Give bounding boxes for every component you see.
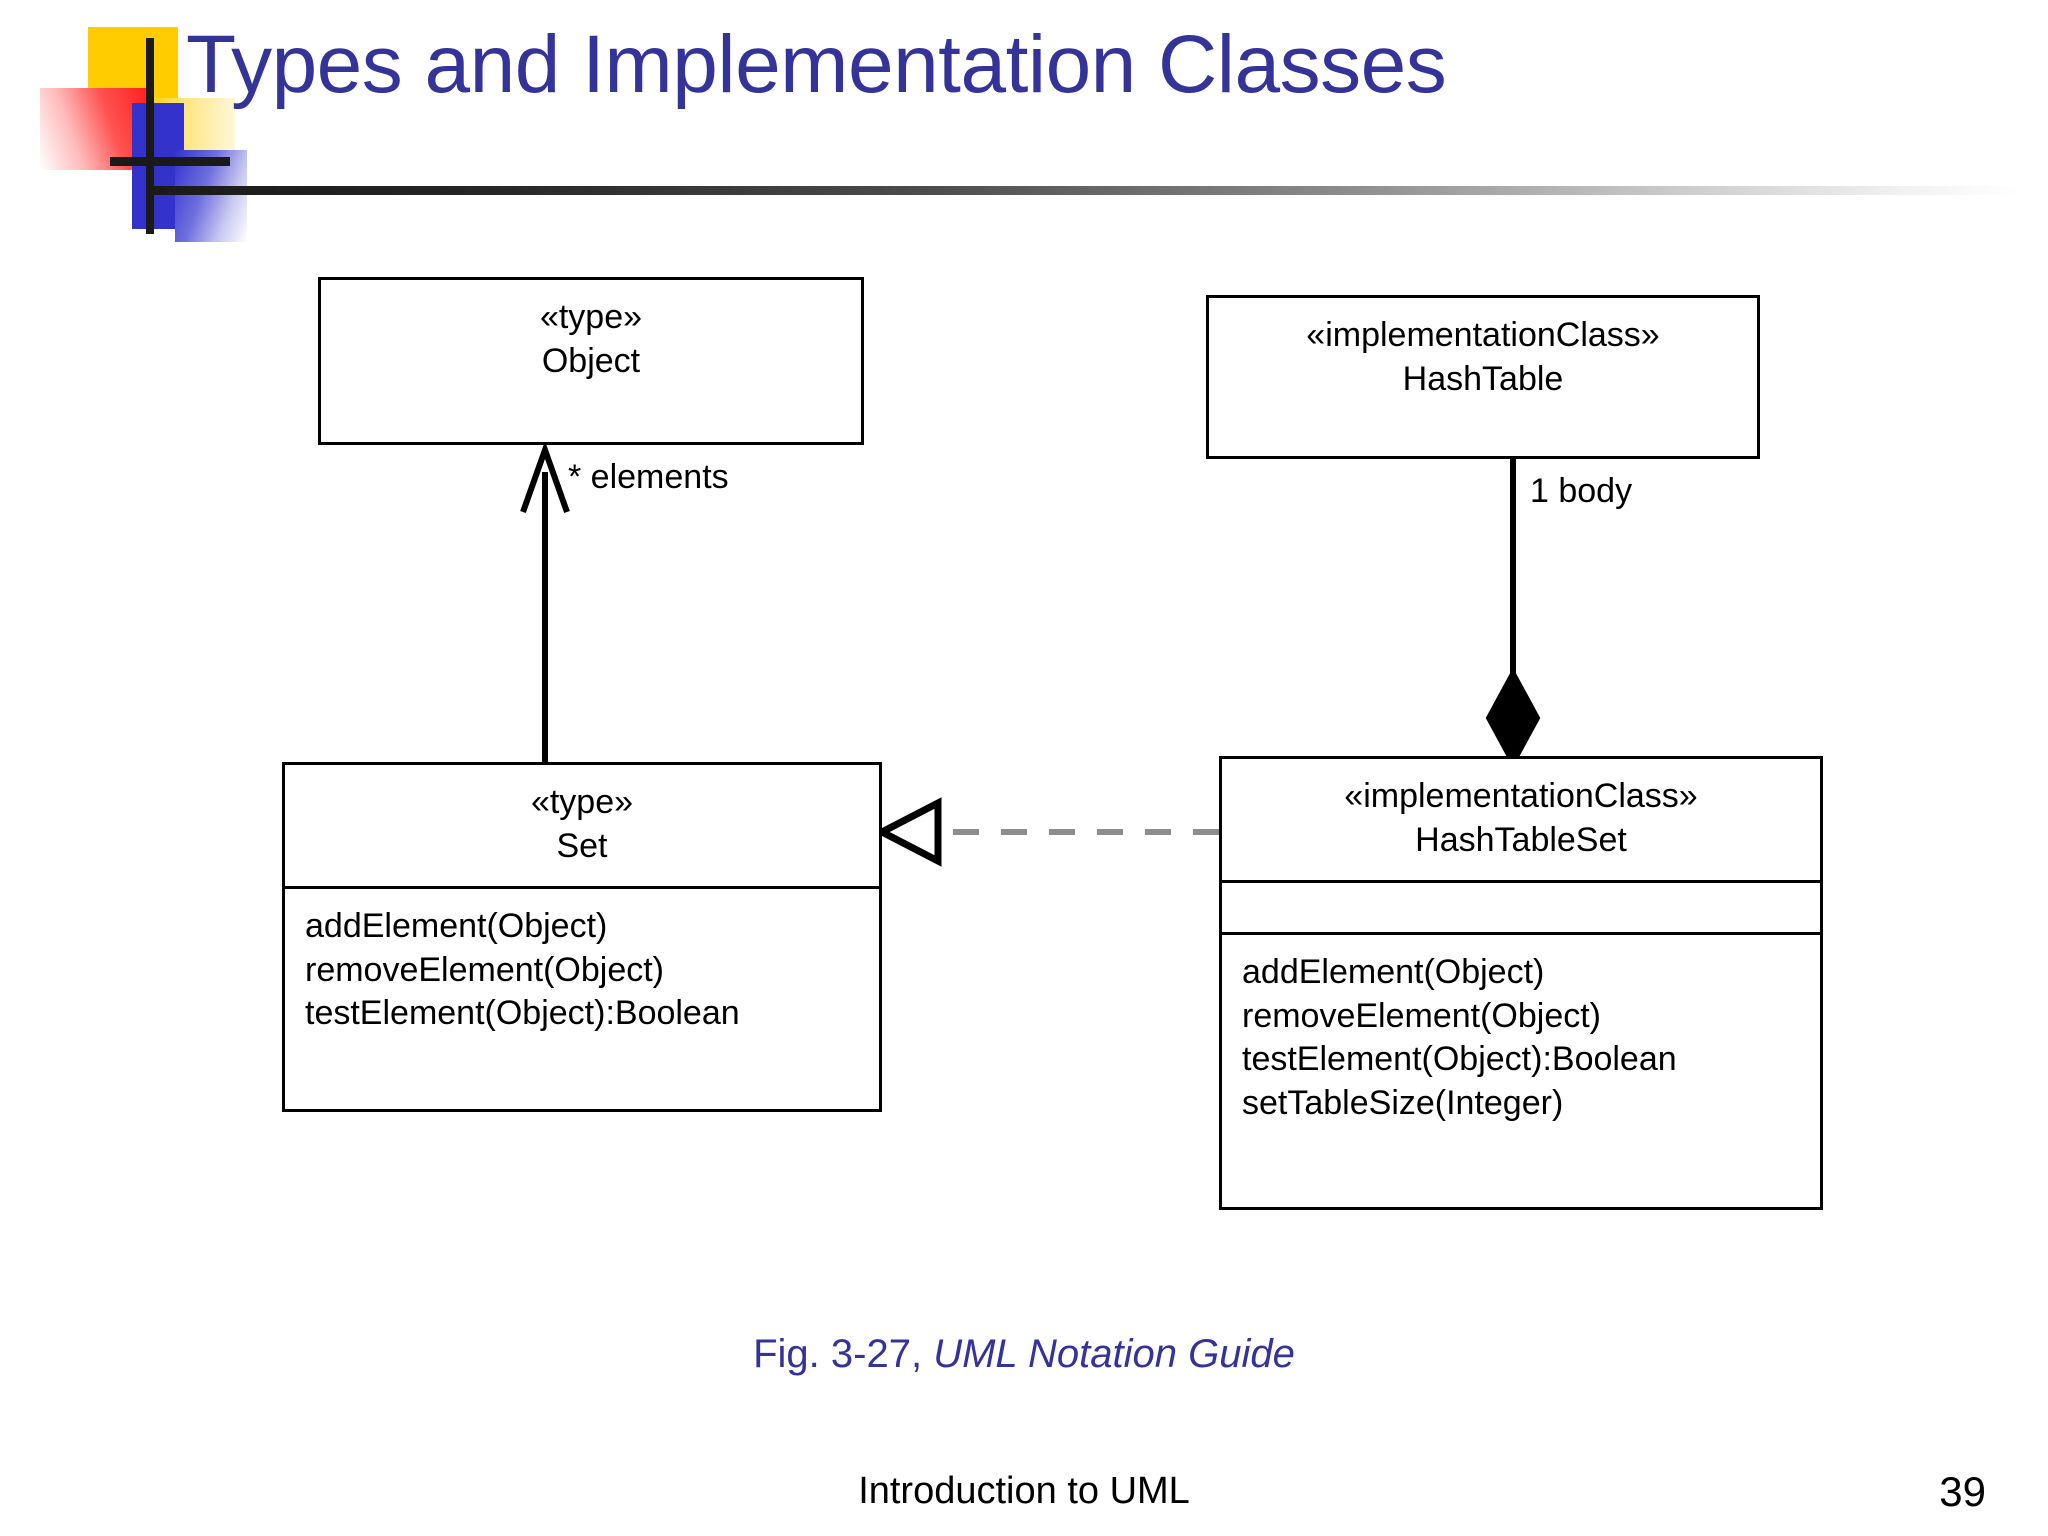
composition-label-body: 1 body: [1530, 472, 1633, 510]
uml-class-hashtable[interactable]: «implementationClass» HashTable: [1206, 295, 1760, 459]
class-hashtable-header: «implementationClass» HashTable: [1209, 298, 1757, 419]
class-set-operation: addElement(Object): [305, 907, 608, 946]
class-set-header: «type» Set: [285, 765, 879, 886]
class-hashtable-name: HashTable: [1402, 359, 1564, 398]
association-set-to-object: [520, 441, 570, 762]
class-hashtableset-operation: removeElement(Object): [1242, 996, 1602, 1035]
class-hashtableset-operation: testElement(Object):Boolean: [1242, 1040, 1677, 1079]
class-hashtable-stereotype: «implementationClass»: [1306, 316, 1660, 354]
logo-cross-vertical: [146, 38, 154, 234]
class-object-header: «type» Object: [321, 280, 861, 401]
uml-class-set[interactable]: «type» Set addElement(Object) removeElem…: [282, 762, 882, 1112]
class-hashtableset-header: «implementationClass» HashTableSet: [1222, 759, 1820, 880]
class-hashtableset-name: HashTableSet: [1415, 820, 1627, 859]
realization-hashtableset-to-set: [874, 797, 1219, 867]
uml-class-hashtableset[interactable]: «implementationClass» HashTableSet addEl…: [1219, 756, 1823, 1210]
decorative-logo: [30, 10, 250, 242]
class-set-operation: removeElement(Object): [305, 950, 665, 989]
figure-caption-prefix: Fig. 3-27,: [753, 1332, 934, 1376]
class-hashtableset-operations: addElement(Object) removeElement(Object)…: [1222, 932, 1820, 1143]
class-hashtableset-stereotype: «implementationClass»: [1344, 777, 1698, 815]
title-divider: [148, 186, 2020, 195]
figure-caption: Fig. 3-27, UML Notation Guide: [0, 1332, 2048, 1377]
class-hashtableset-operation: setTableSize(Integer): [1242, 1083, 1564, 1122]
class-hashtableset-attributes: [1222, 880, 1820, 932]
class-hashtableset-operation: addElement(Object): [1242, 953, 1545, 992]
page-number: 39: [1939, 1468, 1986, 1515]
figure-caption-source: UML Notation Guide: [933, 1332, 1295, 1376]
class-object-name: Object: [541, 341, 641, 380]
class-set-operation: testElement(Object):Boolean: [305, 994, 740, 1033]
class-object-stereotype: «type»: [539, 298, 643, 336]
logo-cross-horizontal: [110, 157, 230, 166]
class-set-name: Set: [556, 826, 608, 865]
page-title: Types and Implementation Classes: [186, 19, 1447, 110]
class-set-stereotype: «type»: [530, 783, 634, 821]
footer-title: Introduction to UML: [858, 1470, 1190, 1512]
class-set-operations: addElement(Object) removeElement(Object)…: [285, 886, 879, 1054]
uml-class-object[interactable]: «type» Object: [318, 277, 864, 445]
association-label-elements: * elements: [568, 458, 729, 496]
